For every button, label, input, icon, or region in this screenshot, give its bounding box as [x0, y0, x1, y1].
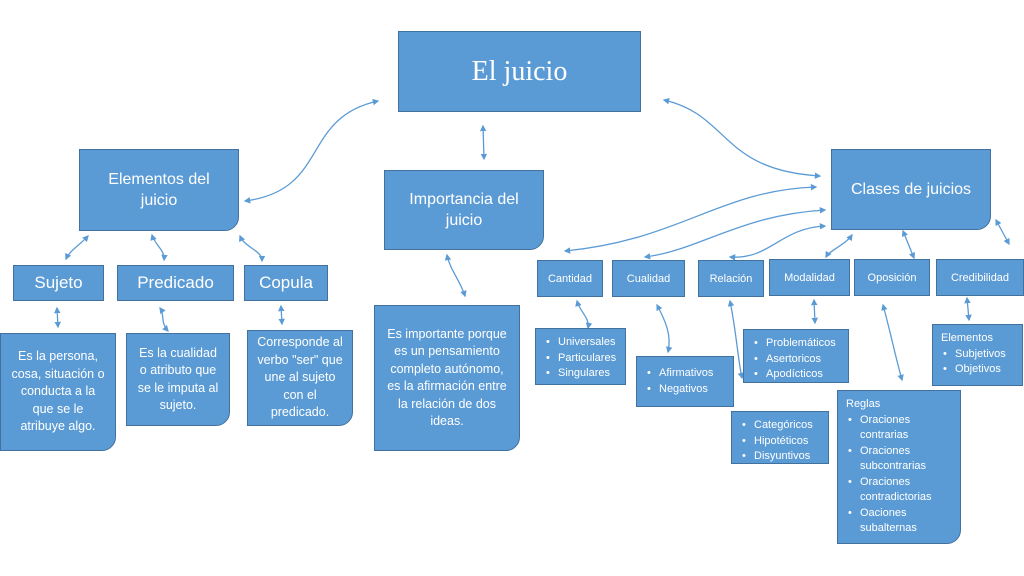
cantidad-list: Universales Particulares Singulares	[535, 328, 626, 385]
list-item: Universales	[546, 335, 616, 351]
list-item: Oaciones subalternas	[848, 506, 952, 537]
list-item: Categóricos	[742, 418, 813, 434]
credibilidad-label: Credibilidad	[950, 271, 1010, 284]
list-item: Singulares	[546, 366, 616, 382]
arrow-predicado-desc	[159, 306, 169, 332]
copula-desc: Corresponde al verbo "ser" que une al su…	[247, 330, 353, 426]
credibilidad-heading: Elementos	[941, 332, 993, 344]
arrow-clases-relacion	[728, 222, 827, 261]
arrow-cantidad-list	[575, 299, 593, 330]
clases-node: Clases de juicios	[831, 149, 991, 230]
sujeto-desc: Es la persona, cosa, situación o conduct…	[0, 333, 116, 451]
arrow-elementos-sujeto	[65, 235, 89, 261]
list-item: Oraciones contrarias	[848, 413, 952, 444]
oposicion-node: Oposición	[854, 259, 930, 296]
cantidad-label: Cantidad	[547, 272, 593, 285]
importancia-node: Importancia del juicio	[384, 170, 544, 250]
modalidad-node: Modalidad	[769, 259, 850, 296]
arrow-root-importancia	[479, 124, 488, 161]
sujeto-desc-text: Es la persona, cosa, situación o conduct…	[11, 349, 105, 434]
predicado-desc-text: Es la cualidad o atributo que se le impu…	[137, 345, 219, 413]
root-node: El juicio	[398, 31, 641, 112]
copula-label: Copula	[259, 273, 313, 292]
list-item: Objetivos	[943, 362, 1006, 378]
relacion-list: Categóricos Hipotéticos Disyuntivos	[731, 411, 829, 464]
list-item: Particulares	[546, 351, 616, 367]
arrow-cualidad-list	[656, 303, 673, 354]
clases-title: Clases de juicios	[850, 181, 972, 198]
modalidad-label: Modalidad	[784, 271, 835, 284]
predicado-node: Predicado	[117, 265, 234, 301]
arrow-modalidad-list	[810, 298, 819, 325]
list-item: Oraciones contradictorias	[848, 475, 952, 506]
predicado-label: Predicado	[137, 273, 214, 292]
oposicion-label: Oposición	[867, 271, 917, 284]
predicado-desc: Es la cualidad o atributo que se le impu…	[126, 333, 230, 426]
importancia-title: Importancia del juicio	[409, 191, 519, 229]
arrow-root-elementos	[243, 98, 380, 204]
list-item: Oraciones subcontrarias	[848, 444, 952, 475]
credibilidad-node: Credibilidad	[936, 259, 1024, 296]
cantidad-node: Cantidad	[537, 260, 603, 297]
arrow-relacion-list	[727, 299, 745, 380]
arrow-clases-cualidad	[643, 207, 827, 260]
arrow-root-clases	[662, 97, 822, 179]
credibilidad-list: Elementos Subjetivos Objetivos	[932, 324, 1023, 386]
list-item: Hipotéticos	[742, 434, 813, 450]
sujeto-label: Sujeto	[34, 273, 83, 292]
arrow-elementos-predicado	[150, 233, 168, 262]
root-title: El juicio	[471, 55, 568, 87]
arrow-credibilidad-list	[964, 296, 972, 322]
cualidad-node: Cualidad	[612, 260, 685, 297]
list-item: Negativos	[647, 382, 713, 398]
oposicion-heading: Reglas	[846, 398, 881, 410]
copula-desc-text: Corresponde al verbo "ser" que une al su…	[257, 335, 343, 420]
cualidad-label: Cualidad	[626, 272, 671, 285]
list-item: Disyuntivos	[742, 449, 813, 465]
list-item: Afirmativos	[647, 366, 713, 382]
arrow-importancia-desc	[444, 253, 467, 298]
relacion-label: Relación	[709, 272, 753, 285]
arrow-clases-modalidad	[825, 233, 853, 259]
importancia-desc: Es importante porque es un pensamiento c…	[374, 305, 520, 451]
relacion-node: Relación	[698, 260, 764, 297]
importancia-desc-text: Es importante porque es un pensamiento c…	[387, 326, 507, 429]
elementos-title: Elementos del juicio	[108, 171, 210, 209]
arrow-oposicion-list	[881, 303, 904, 382]
list-item: Apodícticos	[754, 367, 836, 383]
arrow-elementos-copula	[239, 234, 266, 263]
copula-node: Copula	[244, 265, 328, 301]
modalidad-list: Problemáticos Asertoricos Apodícticos	[743, 329, 849, 383]
sujeto-node: Sujeto	[13, 265, 104, 301]
oposicion-list: Reglas Oraciones contrarias Oraciones su…	[837, 390, 961, 544]
list-item: Problemáticos	[754, 336, 836, 352]
elementos-node: Elementos del juicio	[79, 149, 239, 231]
arrow-clases-oposicion	[901, 229, 916, 260]
arrow-sujeto-desc	[54, 306, 61, 329]
arrow-copula-desc	[278, 304, 285, 326]
list-item: Asertoricos	[754, 352, 836, 368]
list-item: Subjetivos	[943, 347, 1006, 363]
cualidad-list: Afirmativos Negativos	[636, 356, 734, 407]
arrow-clases-credibilidad	[995, 218, 1010, 246]
